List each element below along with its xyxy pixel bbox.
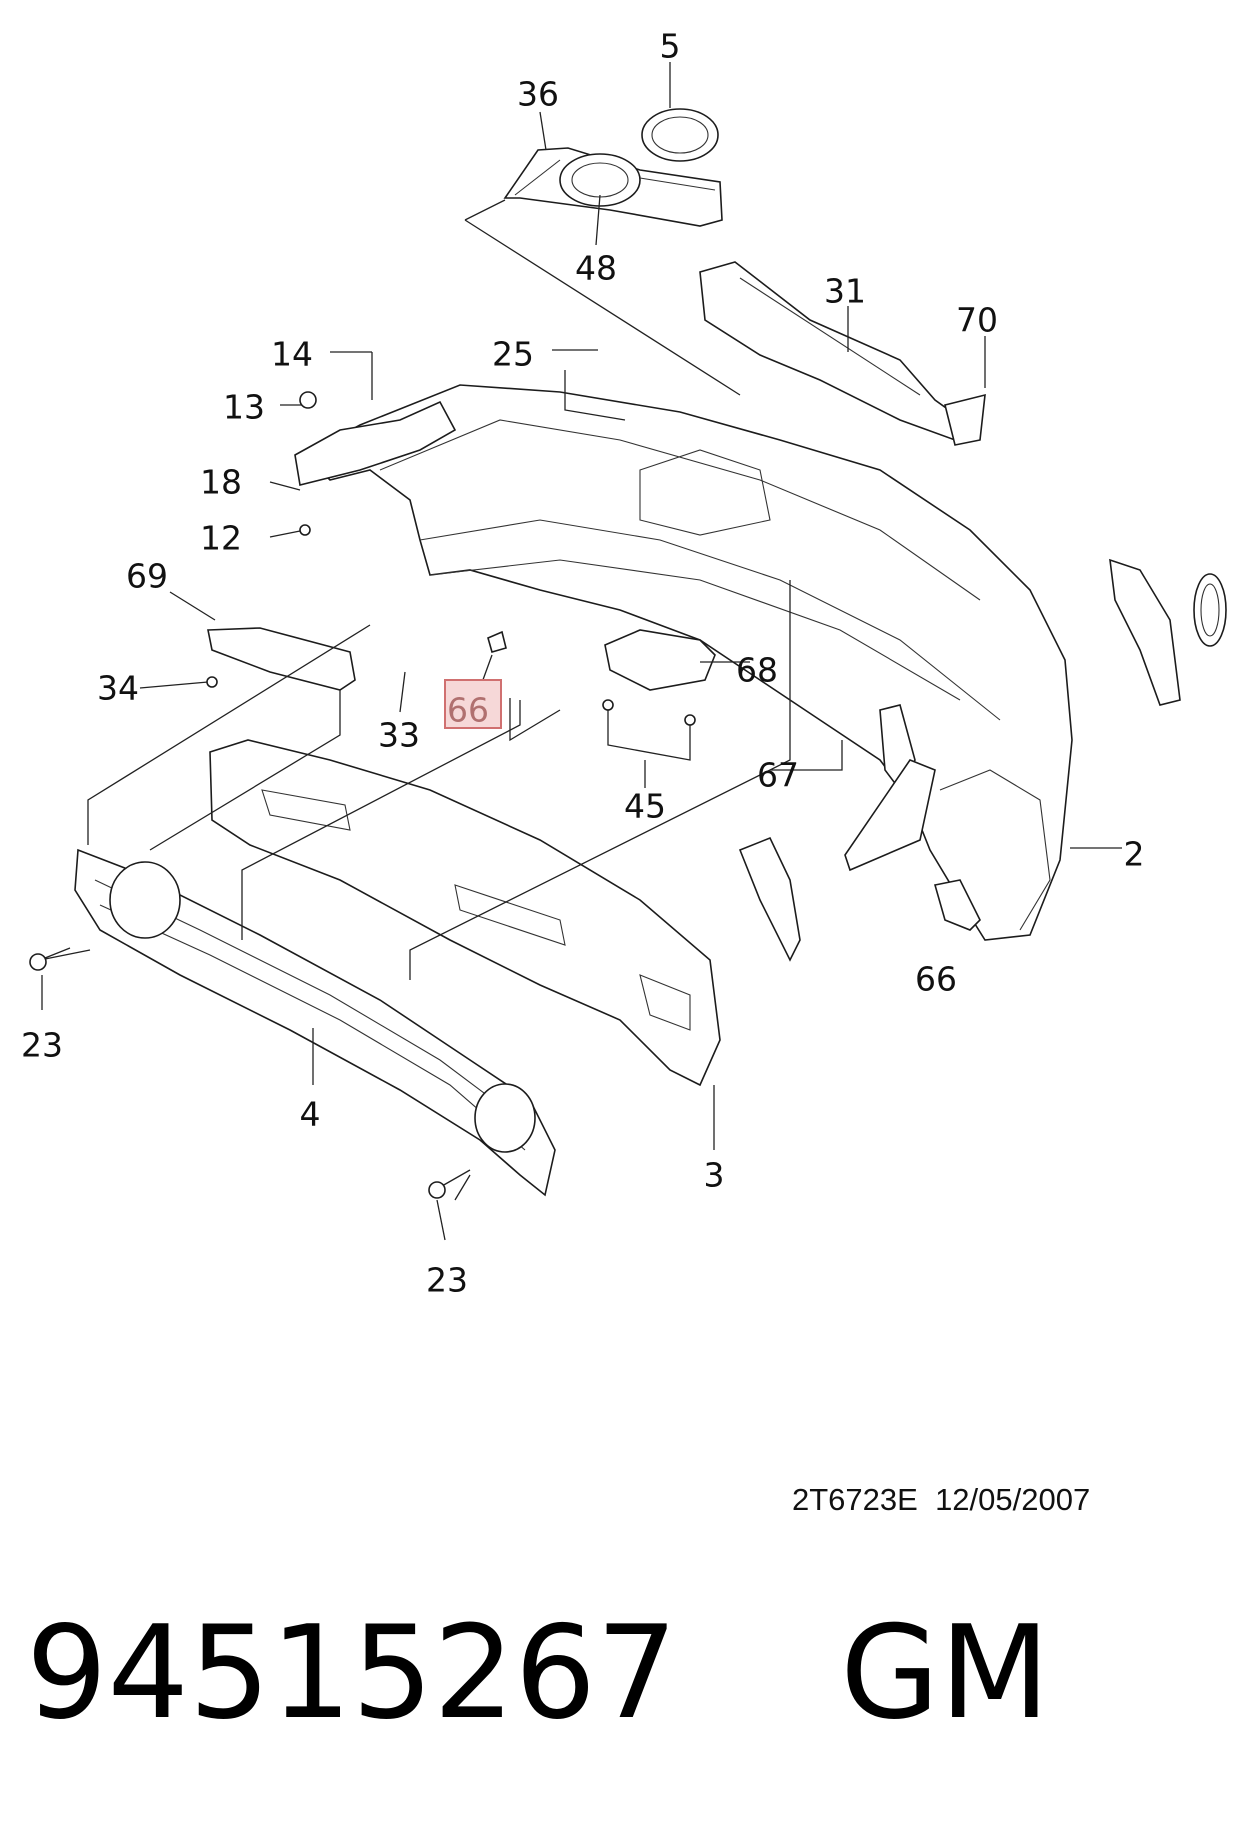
callout-23a: 23 bbox=[21, 1026, 63, 1065]
callout-66-highlight-box bbox=[444, 679, 502, 729]
callout-69: 69 bbox=[126, 557, 168, 596]
callout-4: 4 bbox=[300, 1095, 321, 1134]
callout-25: 25 bbox=[492, 335, 534, 374]
energy-absorber-3 bbox=[209, 739, 721, 1150]
callout-45: 45 bbox=[624, 787, 666, 826]
side-brackets bbox=[738, 704, 981, 962]
drawing-code: 2T6723E bbox=[792, 1482, 918, 1517]
long-leaders bbox=[87, 580, 791, 980]
callout-14: 14 bbox=[271, 335, 313, 374]
callout-34: 34 bbox=[97, 669, 139, 708]
callout-3: 3 bbox=[704, 1156, 725, 1195]
callout-33: 33 bbox=[378, 716, 420, 755]
callout-48: 48 bbox=[575, 249, 617, 288]
plate-69 bbox=[139, 591, 356, 691]
callout-12: 12 bbox=[200, 519, 242, 558]
leader-lines bbox=[464, 62, 741, 396]
impact-bar-4 bbox=[29, 848, 556, 1241]
callout-5: 5 bbox=[660, 27, 681, 66]
brand-name: GM bbox=[840, 1599, 1050, 1748]
callout-70: 70 bbox=[956, 301, 998, 340]
drawing-date: 12/05/2007 bbox=[935, 1482, 1091, 1517]
callout-68: 68 bbox=[736, 651, 778, 690]
callout-18: 18 bbox=[200, 463, 242, 502]
callout-13: 13 bbox=[223, 388, 265, 427]
callout-66b: 66 bbox=[915, 960, 957, 999]
bumper-fascia-2 bbox=[303, 384, 1122, 941]
callout-66a: 66 bbox=[447, 691, 489, 730]
left-bracket bbox=[269, 351, 457, 538]
callout-2: 2 bbox=[1124, 835, 1145, 874]
callout-23b: 23 bbox=[426, 1261, 468, 1300]
upper-bracket-31 bbox=[699, 261, 986, 446]
bracket-68 bbox=[602, 629, 750, 788]
fog-ring-5 bbox=[641, 108, 719, 162]
drawing-code-date: 2T6723E 12/05/2007 bbox=[792, 1482, 1090, 1518]
callout-36: 36 bbox=[517, 75, 559, 114]
callout-labels: 5 36 48 31 70 14 25 13 18 12 69 34 33 66 68 67 45 2 66 23 4 3… bbox=[21, 27, 1145, 1300]
callout-31: 31 bbox=[824, 272, 866, 311]
side-fog-trim bbox=[1109, 558, 1227, 706]
callout-67: 67 bbox=[757, 756, 799, 795]
part-number: 94515267 bbox=[26, 1599, 678, 1748]
upper-trim-panel-36 bbox=[503, 147, 723, 227]
footer-part-info: 94515267 GM bbox=[26, 1610, 1050, 1738]
